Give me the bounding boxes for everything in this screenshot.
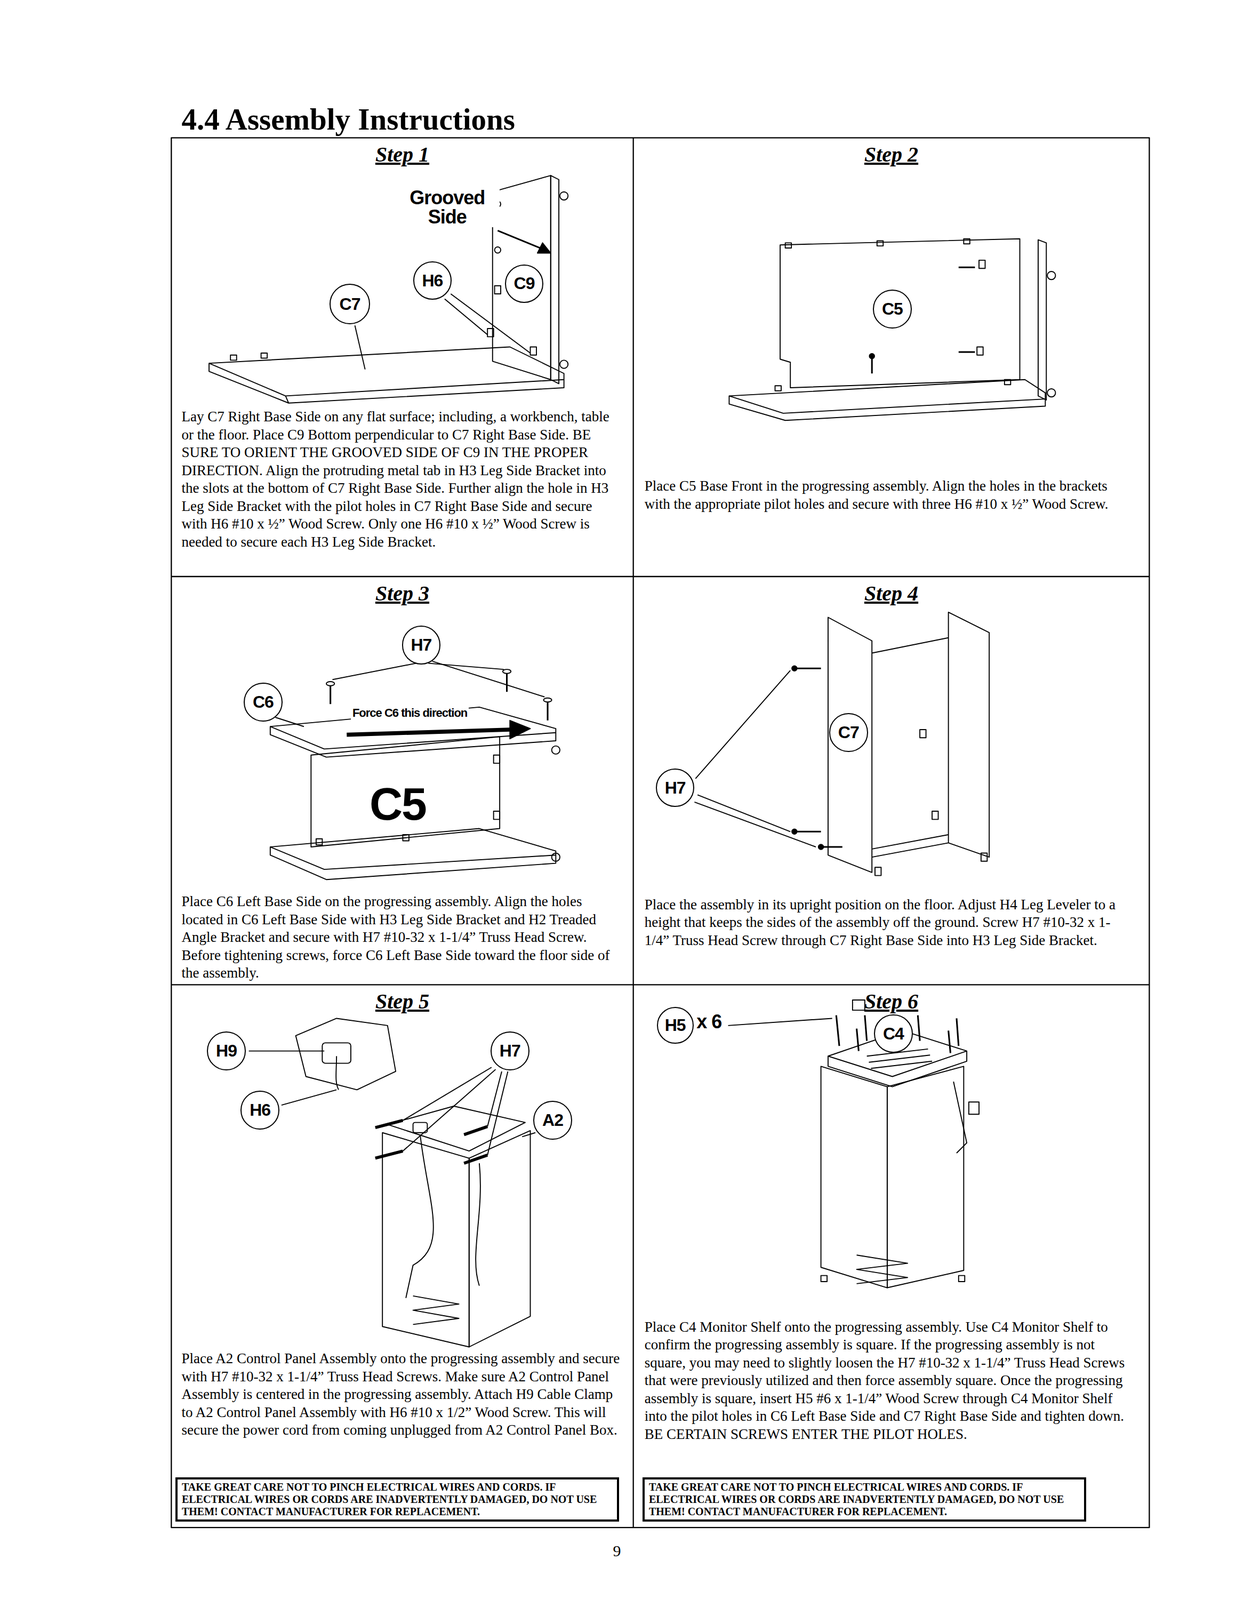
step-heading: Step 3 xyxy=(171,580,633,606)
part-label: C5 xyxy=(344,780,452,827)
callout-number: H5 xyxy=(664,1015,686,1035)
step-cell: Step 5 Place A2 Control Panel Assembly on… xyxy=(171,984,633,1528)
step-instructions: Place C4 Monitor Shelf onto the progress… xyxy=(644,1318,1137,1443)
warning-text: TAKE GREAT CARE NOT TO PINCH ELECTRICAL … xyxy=(181,1480,613,1518)
step-cell: Step 6 Place C4 Monitor Shelf onto the pr… xyxy=(633,984,1150,1528)
page-title: 4.4 Assembly Instructions xyxy=(181,101,516,137)
step-heading: Step 2 xyxy=(633,141,1150,167)
callout-number: H7 xyxy=(499,1040,521,1061)
step-instructions: Place C6 Left Base Side on the progressi… xyxy=(181,892,620,982)
callout-circle: H5 xyxy=(656,1006,694,1044)
part-label: Grooved Side xyxy=(395,187,500,228)
step-instructions: Lay C7 Right Base Side on any flat surfa… xyxy=(181,407,615,551)
callout-number: H7 xyxy=(410,635,432,655)
quantity-label: x 6 xyxy=(696,1012,722,1032)
direction-label: Force C6 this direction xyxy=(350,705,469,720)
callout-circle: H9 xyxy=(206,1031,246,1071)
callout-circle: C5 xyxy=(872,289,912,329)
callout-number: H6 xyxy=(421,270,443,291)
callout-number: C7 xyxy=(339,294,361,315)
step-heading: Step 5 xyxy=(171,988,633,1014)
callout-circle: C6 xyxy=(243,682,283,722)
callout-number: C9 xyxy=(514,273,535,294)
callout-number: C5 xyxy=(881,299,903,319)
step-heading: Step 1 xyxy=(171,141,633,167)
step-cell: Step 2 Place C5 Base Front in the progres… xyxy=(633,137,1150,577)
step-heading: Step 6 xyxy=(633,988,1150,1014)
callout-circle: A2 xyxy=(533,1100,573,1140)
callout-circle: H6 xyxy=(240,1090,280,1130)
callout-number: C6 xyxy=(252,692,274,712)
callout-circle: H6 xyxy=(413,261,453,301)
callout-circle: C4 xyxy=(873,1014,913,1054)
warning-text: TAKE GREAT CARE NOT TO PINCH ELECTRICAL … xyxy=(648,1480,1080,1518)
step-instructions: Place A2 Control Panel Assembly onto the… xyxy=(181,1349,620,1439)
callout-number: H6 xyxy=(249,1100,271,1120)
step-cell: Step 4 Place the assembly in its upright … xyxy=(633,576,1150,985)
callout-circle: H7 xyxy=(655,768,695,808)
callout-circle: C9 xyxy=(504,264,544,304)
step-heading: Step 4 xyxy=(633,580,1150,606)
step-instructions: Place C5 Base Front in the progressing a… xyxy=(644,477,1137,513)
page-number: 9 xyxy=(595,1542,639,1559)
warning-box: TAKE GREAT CARE NOT TO PINCH ELECTRICAL … xyxy=(642,1477,1087,1522)
callout-number: A2 xyxy=(542,1110,564,1130)
callout-circle: C7 xyxy=(829,712,869,752)
callout-number: C4 xyxy=(883,1023,904,1044)
callout-circle: H7 xyxy=(490,1031,530,1071)
callout-circle: C7 xyxy=(329,283,371,325)
callout-number: C7 xyxy=(838,722,860,743)
callout-number: H9 xyxy=(215,1040,237,1061)
step-instructions: Place the assembly in its upright positi… xyxy=(644,895,1135,950)
callout-number: H7 xyxy=(664,777,686,798)
callout-circle: H7 xyxy=(402,625,441,665)
warning-box: TAKE GREAT CARE NOT TO PINCH ELECTRICAL … xyxy=(175,1477,620,1522)
